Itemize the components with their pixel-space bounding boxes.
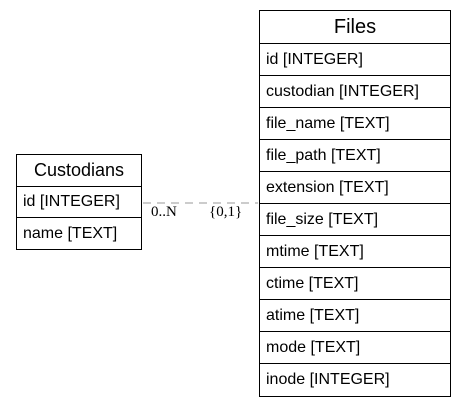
custodians-table: Custodians id [INTEGER] name [TEXT] (16, 154, 142, 250)
files-field-id: id [INTEGER] (260, 44, 450, 76)
files-field-extension: extension [TEXT] (260, 172, 450, 204)
files-field-mode: mode [TEXT] (260, 332, 450, 364)
files-field-file-size: file_size [TEXT] (260, 204, 450, 236)
files-field-custodian: custodian [INTEGER] (260, 76, 450, 108)
cardinality-label-files: {0,1} (209, 204, 243, 220)
files-field-atime: atime [TEXT] (260, 300, 450, 332)
files-field-ctime: ctime [TEXT] (260, 268, 450, 300)
cardinality-label-custodians: 0..N (151, 204, 177, 220)
files-field-file-path: file_path [TEXT] (260, 140, 450, 172)
files-field-inode: inode [INTEGER] (266, 371, 390, 388)
custodians-table-title: Custodians (17, 155, 141, 187)
files-table-title: Files (260, 11, 450, 44)
custodians-field-name: name [TEXT] (23, 224, 118, 242)
files-field-file-name: file_name [TEXT] (260, 108, 450, 140)
files-field-mtime: mtime [TEXT] (260, 236, 450, 268)
files-table: Files id [INTEGER] custodian [INTEGER] f… (259, 10, 451, 397)
custodians-field-id: id [INTEGER] (17, 187, 141, 218)
